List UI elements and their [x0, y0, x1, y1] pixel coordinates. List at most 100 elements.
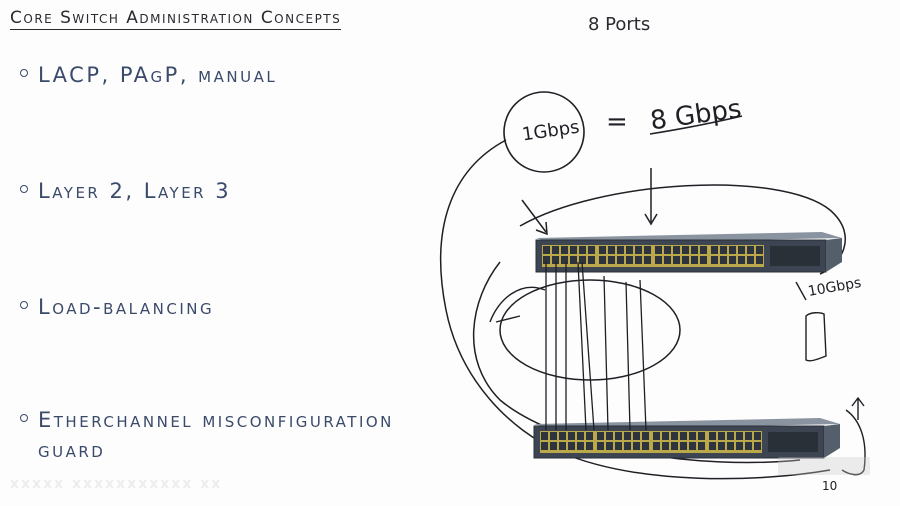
- equals-label: =: [606, 107, 628, 137]
- switch-port: [736, 442, 743, 450]
- switch-port: [691, 246, 698, 254]
- switch-port: [606, 442, 613, 450]
- switch-port: [671, 442, 678, 450]
- link-curve: [495, 315, 521, 323]
- switch-port: [655, 256, 662, 264]
- bullet-dot-icon: [20, 301, 28, 309]
- switch-port: [541, 442, 548, 450]
- switch-port: [588, 256, 595, 264]
- switch-port: [738, 256, 745, 264]
- switch-port: [729, 256, 736, 264]
- switch-port: [682, 256, 689, 264]
- bottom-note-label: 10: [822, 479, 837, 493]
- switch-port: [626, 246, 633, 254]
- switch-port: [561, 246, 568, 254]
- bullet-misconfiguration-guard: Etherchannel misconfiguration guard: [20, 405, 458, 465]
- switch-port: [568, 442, 575, 450]
- bullet-text: Layer 2, Layer 3: [38, 179, 232, 203]
- switch-port: [700, 256, 707, 264]
- switch-port: [718, 442, 725, 450]
- switch-port: [617, 256, 624, 264]
- switch-port: [689, 432, 696, 440]
- etherchannel-cables: [545, 261, 647, 431]
- switch-port: [579, 246, 586, 254]
- page-title: Core Switch Administration Concepts: [10, 8, 342, 30]
- arrow-line: [521, 199, 547, 233]
- link-curve: [439, 139, 831, 480]
- cable-line: [639, 279, 647, 431]
- switch-port: [552, 246, 559, 254]
- switch-port: [711, 256, 718, 264]
- switch-port: [691, 256, 698, 264]
- switch-port: [698, 442, 705, 450]
- top-switch: [535, 232, 842, 273]
- switch-port: [624, 432, 631, 440]
- cable-line: [603, 275, 609, 431]
- watermark-text: xxxxx xxxxxxxxxxx xx: [10, 476, 223, 492]
- switch-port: [682, 246, 689, 254]
- bullet-text: Etherchannel misconfiguration guard: [38, 408, 394, 462]
- switch-port: [747, 256, 754, 264]
- port-array: [541, 432, 761, 450]
- switch-port: [608, 256, 615, 264]
- switch-port: [642, 432, 649, 440]
- switch-port: [745, 432, 752, 440]
- switch-port: [653, 432, 660, 440]
- switch-port: [570, 256, 577, 264]
- channel-logo: [778, 457, 870, 475]
- switch-port: [662, 432, 669, 440]
- scribble: [805, 311, 827, 362]
- link-curve: [489, 286, 546, 323]
- bullet-text: Load-balancing: [38, 295, 215, 319]
- switch-port: [597, 442, 604, 450]
- link-speed-circle: [503, 91, 585, 173]
- switch-port: [599, 256, 606, 264]
- arrow-head-icon: [851, 396, 865, 420]
- switch-port: [754, 432, 761, 440]
- bottom-switch: [533, 418, 840, 459]
- switch-port: [577, 442, 584, 450]
- switch-port: [662, 442, 669, 450]
- switch-port: [543, 256, 550, 264]
- switch-port: [738, 246, 745, 254]
- switch-port: [680, 442, 687, 450]
- switch-port: [541, 432, 548, 440]
- switch-port: [698, 432, 705, 440]
- switch-port: [664, 246, 671, 254]
- bullet-etherchannel-protocols: LACP, PAgP, manual: [20, 60, 277, 90]
- switch-port: [653, 442, 660, 450]
- switch-port: [709, 442, 716, 450]
- switch-port: [727, 432, 734, 440]
- link-curve: [795, 281, 807, 301]
- switch-port: [754, 442, 761, 450]
- switch-port: [756, 256, 763, 264]
- switch-port: [624, 442, 631, 450]
- switch-port: [568, 432, 575, 440]
- switch-port: [626, 256, 633, 264]
- total-bandwidth-label: 8 Gbps: [648, 94, 743, 136]
- port-array: [543, 246, 763, 264]
- switch-port: [633, 442, 640, 450]
- switch-port: [606, 432, 613, 440]
- arrow-head-icon: [535, 221, 548, 236]
- switch-port: [700, 246, 707, 254]
- cable-line: [577, 261, 587, 431]
- switch-port: [543, 246, 550, 254]
- uplink-speed-label: 10Gbps: [807, 275, 863, 300]
- switch-port: [644, 256, 651, 264]
- switch-port: [559, 442, 566, 450]
- total-underline: [649, 115, 743, 135]
- switch-port: [747, 246, 754, 254]
- switch-port: [579, 256, 586, 264]
- switch-port: [599, 246, 606, 254]
- switch-port: [588, 246, 595, 254]
- scribble: [841, 409, 866, 476]
- link-speed-label: 1Gbps: [521, 117, 581, 146]
- switch-port: [709, 432, 716, 440]
- switch-port: [655, 246, 662, 254]
- switch-port: [745, 442, 752, 450]
- switch-port: [635, 256, 642, 264]
- switch-port: [597, 432, 604, 440]
- switch-port: [729, 246, 736, 254]
